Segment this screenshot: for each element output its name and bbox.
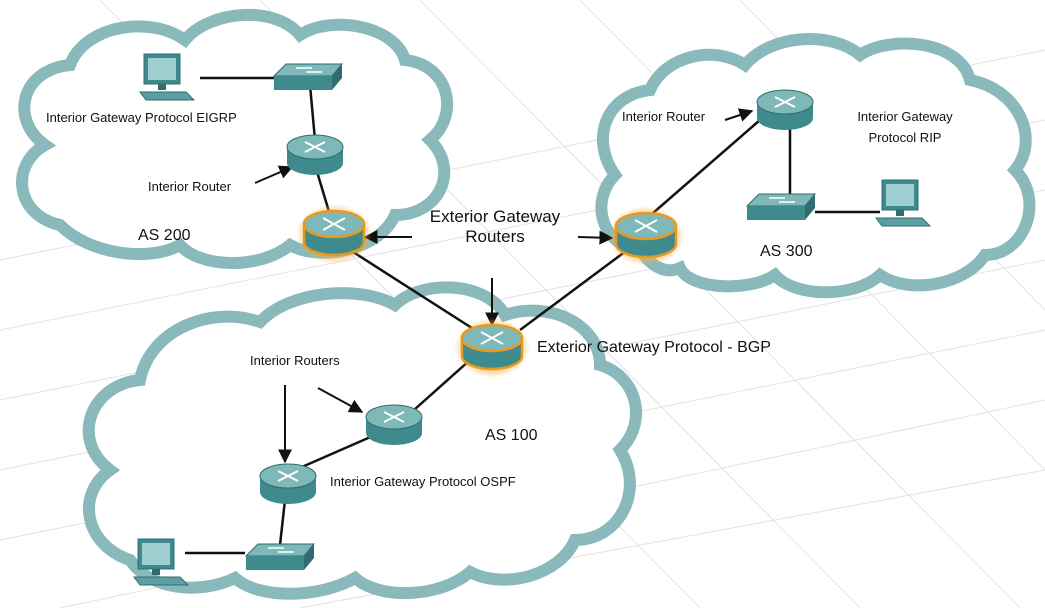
switch-as300 [745,192,817,224]
router-as300-border [608,206,684,266]
router-as200-interior [285,133,345,179]
as100-protocol-label: Interior Gateway Protocol OSPF [330,474,516,489]
router-icon [756,89,814,130]
computer-icon [875,179,932,227]
router-icon [365,404,423,445]
router-as100-interior-2 [258,462,318,508]
as100-name: AS 100 [485,427,538,444]
as200-protocol-label: Interior Gateway Protocol EIGRP [46,110,237,125]
exterior-routers-label: Exterior Gateway Routers [415,207,575,247]
router-icon [286,134,344,175]
pc-as100 [132,537,194,589]
router-as100-border [454,318,530,378]
switch-as200 [272,62,344,94]
pc-as300 [874,178,936,230]
callout-arrows [254,108,754,464]
router-icon [454,318,530,378]
switch-icon [745,193,817,220]
pc-as200 [138,52,200,104]
as300-router-label: Interior Router [622,109,706,124]
exterior-routers-text: Exterior Gateway Routers [429,207,561,246]
router-as200-border [296,204,372,264]
as300-name: AS 300 [760,243,813,260]
switch-icon [272,63,344,90]
router-icon [296,204,372,264]
router-as100-interior-1 [364,403,424,449]
computer-icon [133,538,190,586]
exterior-protocol-label: Exterior Gateway Protocol - BGP [537,339,771,356]
switch-as100 [244,542,316,574]
router-icon [608,206,684,266]
cloud-as300 [595,33,1036,299]
as200-name: AS 200 [138,227,191,244]
switch-icon [244,543,316,570]
cloud-as200 [16,9,454,269]
router-as300-interior [755,88,815,134]
computer-icon [139,53,196,101]
as100-router-label: Interior Routers [250,353,340,368]
as200-router-label: Interior Router [148,179,232,194]
as300-protocol-text: Interior Gateway Protocol RIP [857,109,953,145]
as300-protocol-label: Interior Gateway Protocol RIP [840,106,970,148]
router-icon [259,463,317,504]
